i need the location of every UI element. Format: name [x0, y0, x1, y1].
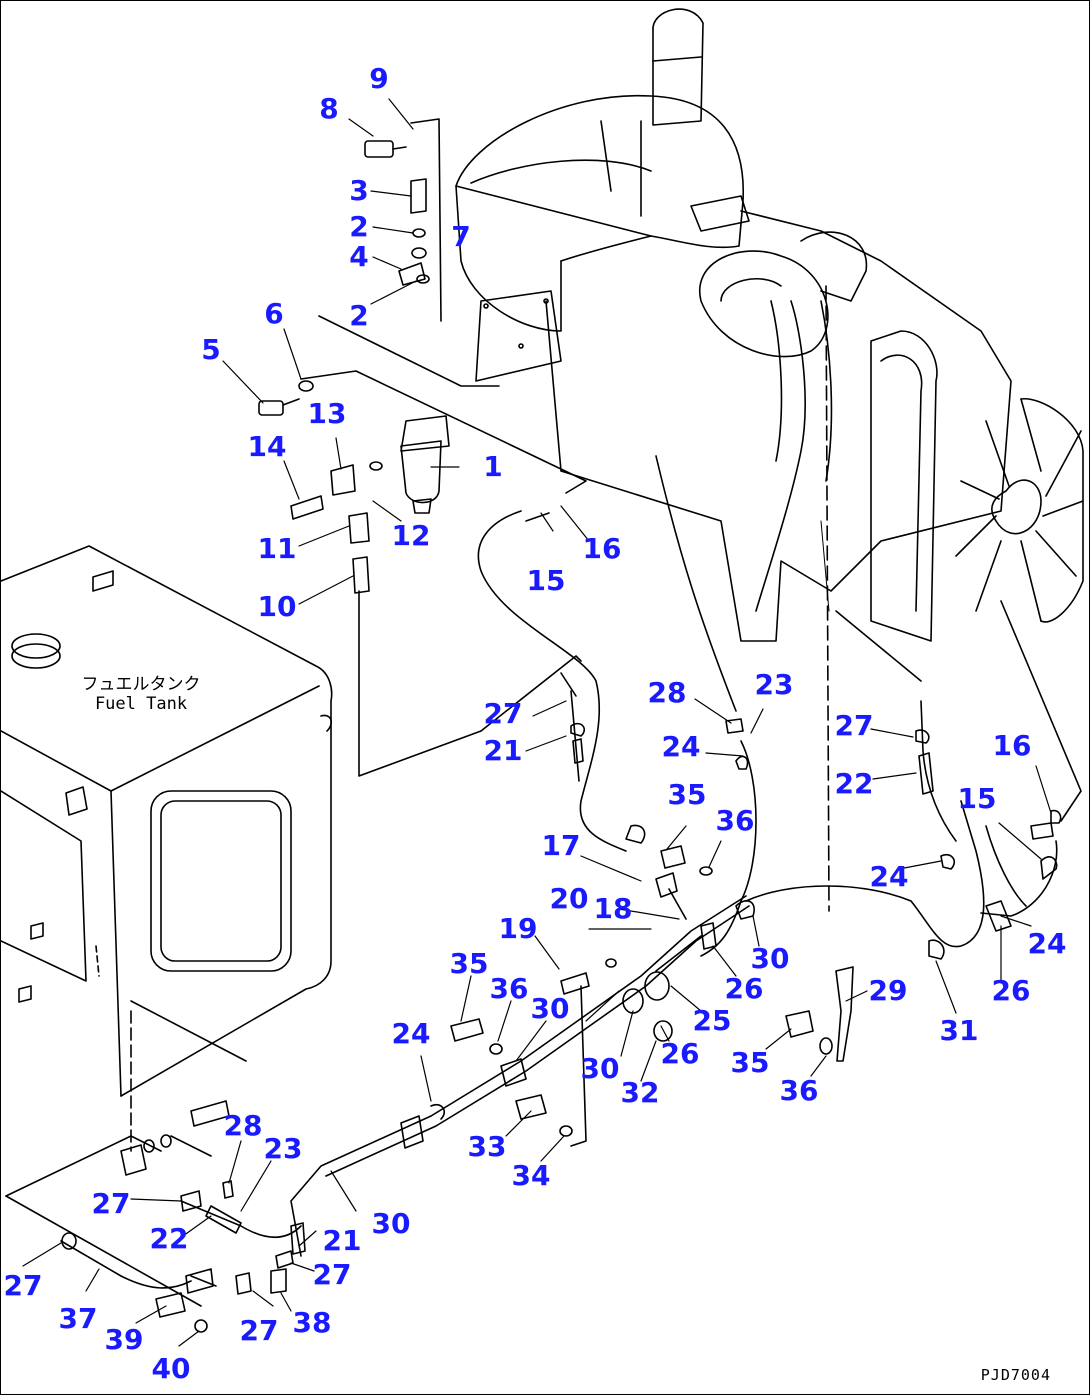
fuel-tank-label-en: Fuel Tank — [94, 694, 188, 714]
callout-1: 1 — [483, 450, 503, 483]
callout-37: 37 — [58, 1302, 98, 1335]
callout-16: 16 — [992, 729, 1032, 762]
fuel-tank-label-jp: フュエルタンク — [81, 674, 201, 695]
callout-23: 23 — [754, 668, 794, 701]
callout-24: 24 — [661, 730, 701, 763]
callout-36: 36 — [715, 804, 755, 837]
callout-27: 27 — [483, 697, 523, 730]
callout-30: 30 — [371, 1207, 411, 1240]
callout-30: 30 — [530, 992, 570, 1025]
callout-26: 26 — [724, 972, 764, 1005]
callout-4: 4 — [349, 240, 369, 273]
fuel-piping — [5, 455, 1082, 1333]
callout-35: 35 — [449, 947, 489, 980]
callout-2: 2 — [349, 210, 369, 243]
callout-22: 22 — [149, 1222, 189, 1255]
callout-13: 13 — [307, 397, 347, 430]
callout-18: 18 — [593, 892, 633, 925]
callout-14: 14 — [247, 430, 287, 463]
callout-28: 28 — [223, 1109, 263, 1142]
callout-38: 38 — [292, 1306, 332, 1339]
engine-assembly — [455, 8, 1084, 912]
callout-24: 24 — [391, 1017, 431, 1050]
callout-39: 39 — [104, 1323, 144, 1356]
callout-29: 29 — [868, 974, 908, 1007]
callout-21: 21 — [322, 1224, 362, 1257]
callout-24: 24 — [1027, 927, 1067, 960]
callout-35: 35 — [667, 778, 707, 811]
callout-16: 16 — [582, 532, 622, 565]
callout-36: 36 — [779, 1074, 819, 1107]
callout-22: 22 — [834, 767, 874, 800]
callout-9: 9 — [369, 62, 389, 95]
callout-27: 27 — [834, 709, 874, 742]
callout-32: 32 — [620, 1076, 660, 1109]
callout-27: 27 — [91, 1187, 131, 1220]
fuel-tank — [1, 545, 333, 1152]
callout-26: 26 — [660, 1037, 700, 1070]
callout-27: 27 — [3, 1269, 43, 1302]
callout-33: 33 — [467, 1130, 507, 1163]
callout-25: 25 — [692, 1004, 732, 1037]
callout-27: 27 — [239, 1314, 279, 1347]
callout-31: 31 — [939, 1014, 979, 1047]
drawing-code: PJD7004 — [980, 1366, 1051, 1384]
callout-15: 15 — [957, 782, 997, 815]
callout-27: 27 — [312, 1258, 352, 1291]
callout-35: 35 — [730, 1046, 770, 1079]
callout-10: 10 — [257, 590, 297, 623]
callout-12: 12 — [391, 519, 431, 552]
callout-26: 26 — [991, 974, 1031, 1007]
callout-15: 15 — [526, 564, 566, 597]
callout-5: 5 — [201, 333, 221, 366]
callout-21: 21 — [483, 734, 523, 767]
callout-30: 30 — [580, 1052, 620, 1085]
callout-8: 8 — [319, 92, 339, 125]
callout-17: 17 — [541, 829, 581, 862]
callout-6: 6 — [264, 297, 284, 330]
callout-30: 30 — [750, 942, 790, 975]
callout-24: 24 — [869, 860, 909, 893]
callout-36: 36 — [489, 972, 529, 1005]
callout-3: 3 — [349, 174, 369, 207]
callout-11: 11 — [257, 532, 297, 565]
callout-2: 2 — [349, 299, 369, 332]
fuel-filter-group — [258, 118, 587, 777]
callout-40: 40 — [151, 1352, 191, 1385]
callout-34: 34 — [511, 1159, 551, 1192]
callout-28: 28 — [647, 676, 687, 709]
callout-19: 19 — [498, 912, 538, 945]
callout-7: 7 — [451, 220, 471, 253]
callout-23: 23 — [263, 1132, 303, 1165]
callout-20: 20 — [549, 882, 589, 915]
leader-lines — [22, 98, 1052, 1347]
